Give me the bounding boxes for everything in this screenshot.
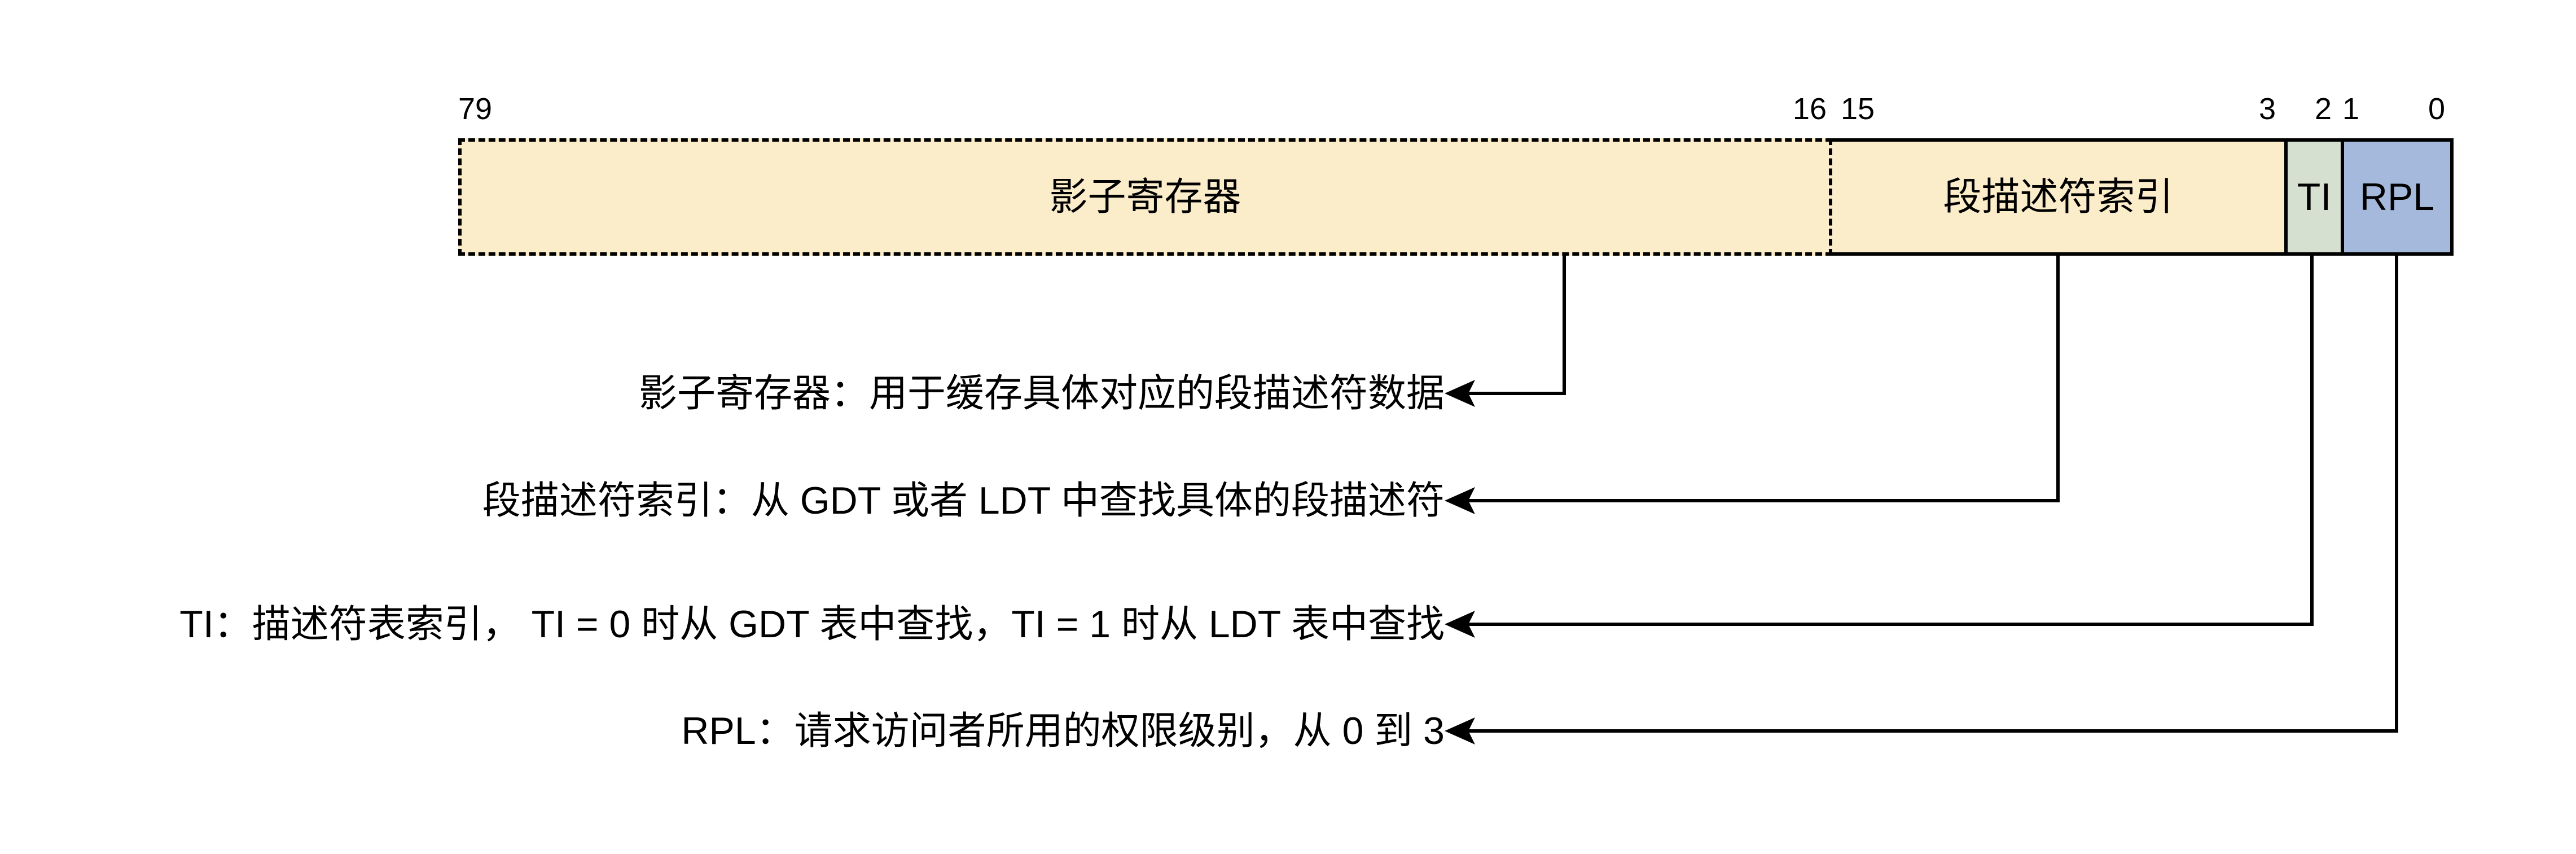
connector-vertical-ti xyxy=(2310,254,2314,626)
register-box: 影子寄存器 段描述符索引 TI RPL xyxy=(458,138,2454,256)
connector-vertical-rpl xyxy=(2395,254,2398,733)
annotation-shadow-register: 影子寄存器：用于缓存具体对应的段描述符数据 xyxy=(638,372,1445,415)
annotation-descriptor-index: 段描述符索引：从 GDT 或者 LDT 中查找具体的段描述符 xyxy=(482,479,1445,522)
section-shadow-register: 影子寄存器 xyxy=(458,138,1832,256)
bit-label-16: 16 xyxy=(1792,92,1827,126)
section-rpl-label: RPL xyxy=(2359,176,2435,218)
section-ti-label: TI xyxy=(2297,176,2332,218)
connector-vertical-shadow-register xyxy=(1563,254,1566,395)
connector-horizontal-rpl xyxy=(1468,729,2398,733)
bit-label-3: 3 xyxy=(2258,92,2276,126)
connector-vertical-descriptor-index xyxy=(2056,254,2060,502)
connector-horizontal-descriptor-index xyxy=(1468,499,2060,502)
annotation-rpl: RPL：请求访问者所用的权限级别，从 0 到 3 xyxy=(681,710,1445,752)
section-descriptor-index: 段描述符索引 xyxy=(1832,138,2284,256)
section-rpl: RPL xyxy=(2341,138,2454,256)
bit-label-2: 2 xyxy=(2314,92,2332,126)
annotation-ti: TI：描述符表索引， TI = 0 时从 GDT 表中查找，TI = 1 时从 … xyxy=(179,603,1445,646)
connector-horizontal-shadow-register xyxy=(1468,392,1566,395)
bit-label-79: 79 xyxy=(458,92,493,126)
section-ti: TI xyxy=(2284,138,2341,256)
bit-label-15: 15 xyxy=(1841,92,1875,126)
section-descriptor-index-label: 段描述符索引 xyxy=(1943,176,2174,218)
section-shadow-register-label: 影子寄存器 xyxy=(1049,176,1241,218)
bit-label-0: 0 xyxy=(2428,92,2446,126)
bit-label-1: 1 xyxy=(2342,92,2360,126)
connector-horizontal-ti xyxy=(1468,623,2314,626)
